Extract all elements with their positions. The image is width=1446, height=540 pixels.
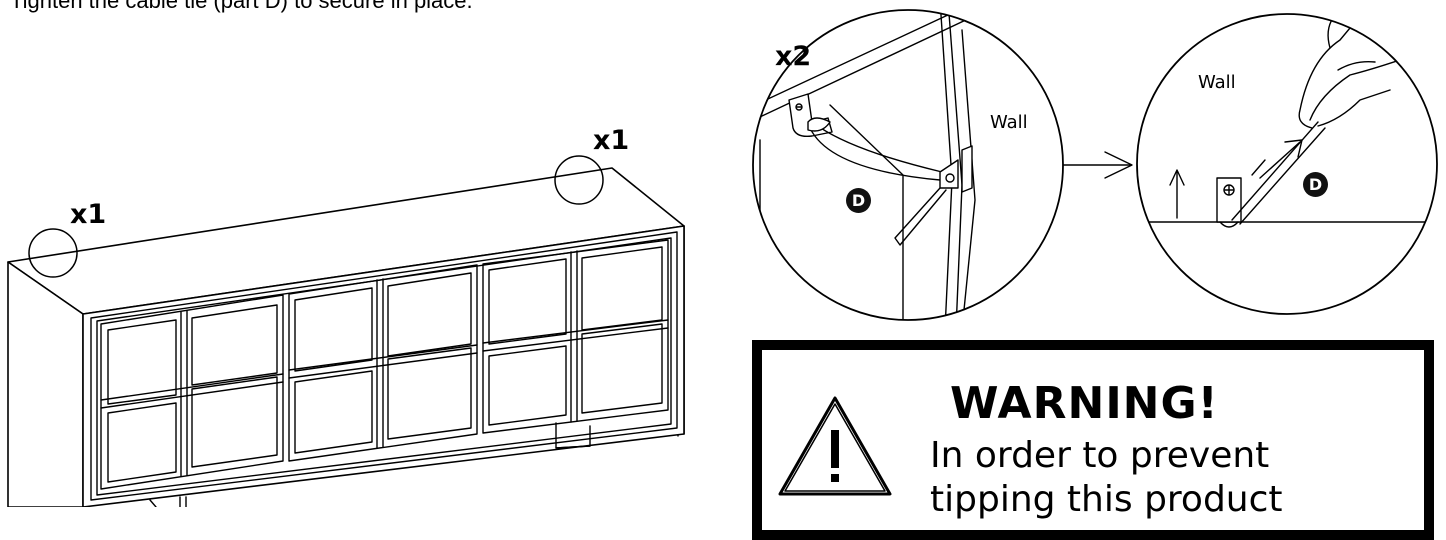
cabinet-door-middle [288,264,478,462]
warning-box: WARNING! In order to prevent tipping thi… [752,340,1434,540]
part-badge-detail-2: D [1303,172,1328,197]
part-badge-detail-1: D [846,188,871,213]
wall-label-detail-1: Wall [990,112,1028,133]
quantity-detail: x2 [775,41,812,72]
warning-line-1: In order to prevent [930,435,1270,476]
wall-label-detail-2: Wall [1198,72,1236,93]
detail-cable-tie [752,9,1064,321]
quantity-right-corner: x1 [593,125,630,156]
cable-tie-icon [807,117,959,246]
detail-2-frame [1136,13,1438,315]
cabinet-door-right [482,239,669,434]
hand-icon [1298,14,1401,129]
screwdriver-icon [1231,121,1326,225]
detail-tighten [1136,13,1438,315]
cabinet-door-left [100,294,284,490]
corner-marker-right [554,155,604,205]
assembly-illustration [7,9,1438,507]
cabinet-legs [149,422,591,507]
warning-triangle-icon [778,396,892,496]
warning-title: WARNING! [950,378,1219,429]
warning-line-2: tipping this product [930,479,1283,520]
arrow-up-icon [1169,169,1185,219]
sideboard-cabinet [7,155,685,507]
arrow-right-icon [1062,151,1133,179]
corner-marker-left [28,228,78,278]
quantity-left-corner: x1 [70,199,107,230]
warning-body: In order to prevent tipping this product [930,434,1283,522]
instruction-text: Tighten the cable tie (part D) to secure… [10,0,473,13]
cabinet-side-panel [7,261,84,507]
